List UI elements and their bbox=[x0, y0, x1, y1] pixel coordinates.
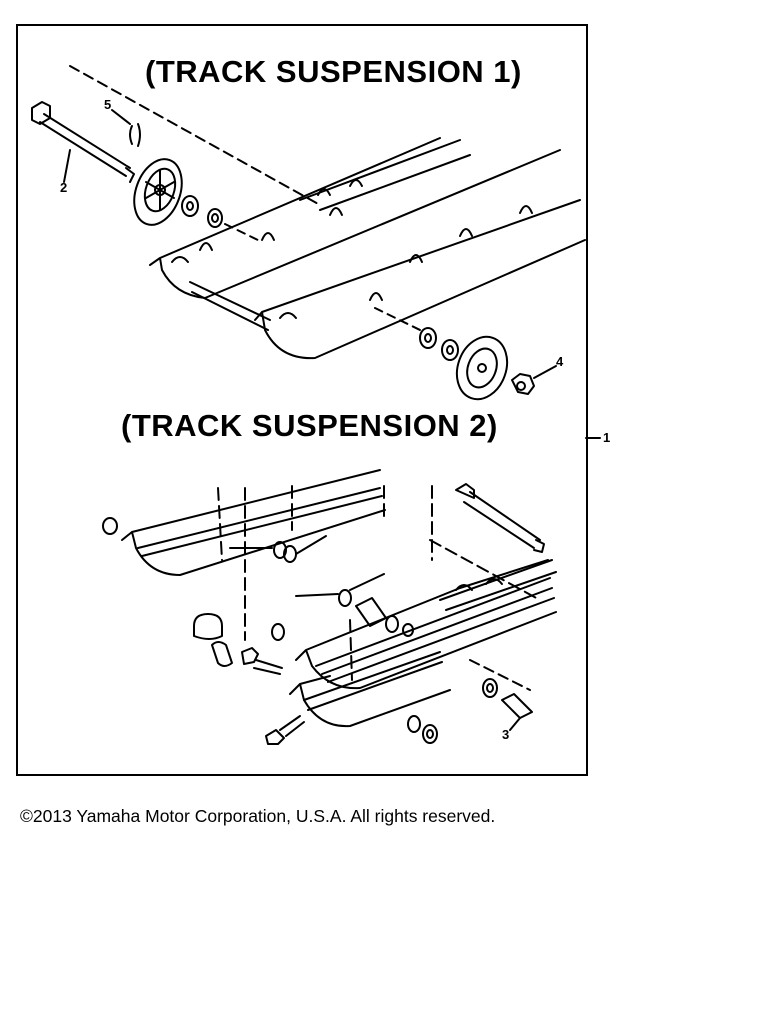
callout-4: 4 bbox=[556, 354, 564, 369]
callout-1: 1 bbox=[603, 430, 611, 445]
section-title-track-suspension-1: (TRACK SUSPENSION 1) bbox=[145, 54, 522, 89]
callout-2: 2 bbox=[60, 180, 68, 195]
suspension-2-assembly bbox=[102, 469, 557, 745]
suspension-1-assembly bbox=[31, 65, 586, 401]
callout-3: 3 bbox=[502, 727, 510, 742]
section-title-track-suspension-2: (TRACK SUSPENSION 2) bbox=[121, 408, 498, 443]
callout-5: 5 bbox=[104, 97, 112, 112]
copyright-notice: ©2013 Yamaha Motor Corporation, U.S.A. A… bbox=[20, 806, 496, 826]
diagram-frame bbox=[16, 24, 588, 776]
